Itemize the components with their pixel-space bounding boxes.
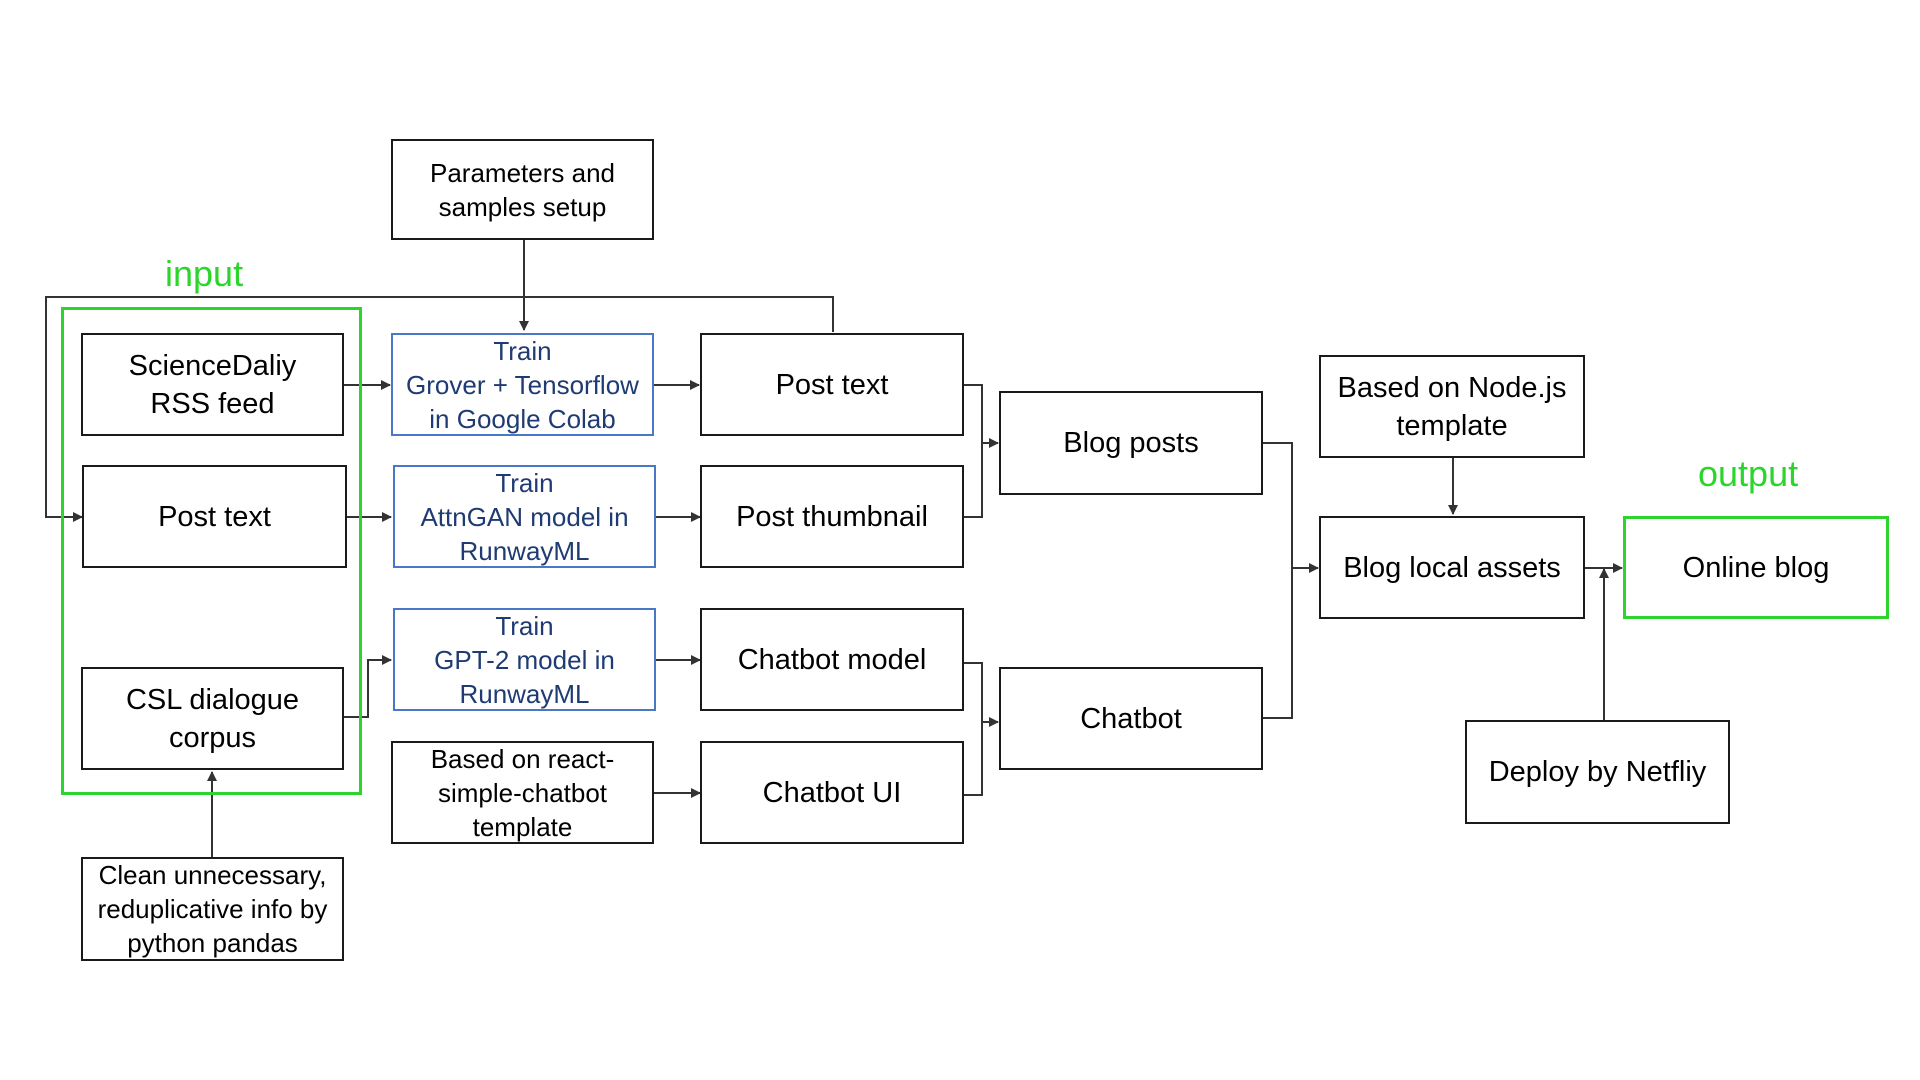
post-text-input-box: Post text [82,465,347,568]
merge-to-blog-assets [1263,442,1318,719]
csl-corpus-box: CSL dialogue corpus [81,667,344,770]
blog-posts-box: Blog posts [999,391,1263,495]
chatbot-model-box: Chatbot model [700,608,964,711]
nodejs-template-box: Based on Node.js template [1319,355,1585,458]
arrow-csl-to-gpt2 [343,655,392,718]
input-group [61,307,362,795]
train-grover-box: Train Grover + Tensorflow in Google Cola… [391,333,654,436]
post-thumbnail-box: Post thumbnail [700,465,964,568]
output-label: output [1698,453,1799,494]
merge-to-chatbot [964,662,998,796]
blog-local-assets-box: Blog local assets [1319,516,1585,619]
train-attngan-box: Train AttnGAN model in RunwayML [393,465,656,568]
post-text-output-box: Post text [700,333,964,436]
input-label: input [165,253,244,294]
train-gpt2-box: Train GPT-2 model in RunwayML [393,608,656,711]
loop-posttext-to-input [45,296,834,522]
clean-info-box: Clean unnecessary, reduplicative info by… [81,857,344,961]
chatbot-box: Chatbot [999,667,1263,770]
params-setup-box: Parameters and samples setup [391,139,654,240]
deploy-netlify-box: Deploy by Netfliy [1465,720,1730,824]
react-template-box: Based on react- simple-chatbot template [391,741,654,844]
chatbot-ui-box: Chatbot UI [700,741,964,844]
merge-to-blog-posts [964,384,998,518]
sciencedaily-rss-box: ScienceDaliy RSS feed [81,333,344,436]
online-blog-box: Online blog [1623,516,1889,619]
